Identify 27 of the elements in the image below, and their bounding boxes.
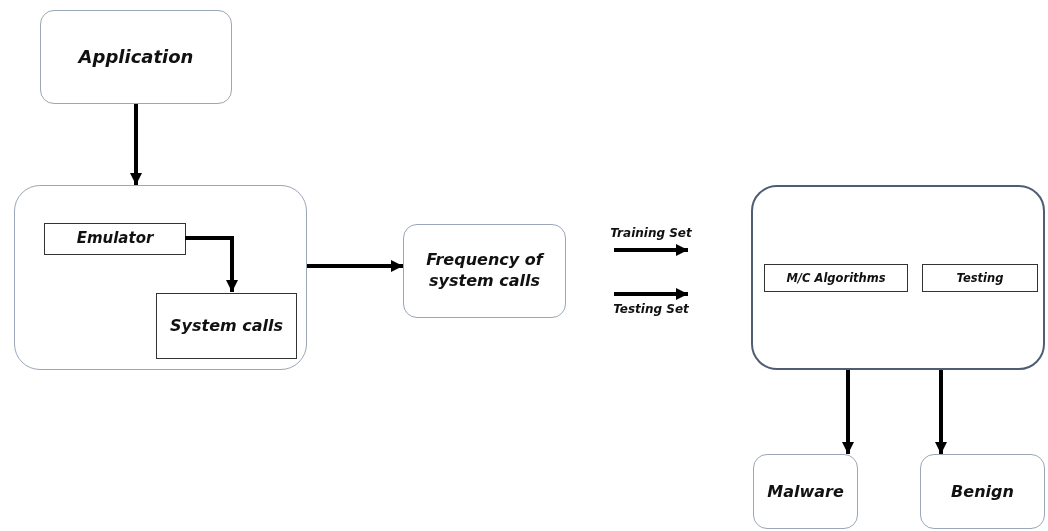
process-box xyxy=(922,264,1038,292)
container-box xyxy=(14,185,307,370)
arrow xyxy=(307,260,403,272)
node-label: M/C Algorithms xyxy=(785,270,887,286)
arrow xyxy=(614,244,688,256)
edge-label: Training Set xyxy=(609,226,693,240)
node-label: Frequency of system calls xyxy=(425,250,546,292)
process-box xyxy=(403,224,566,318)
node-label: Emulator xyxy=(75,229,155,249)
process-box xyxy=(920,454,1045,529)
arrow xyxy=(130,104,142,185)
arrow xyxy=(185,236,238,292)
arrow xyxy=(935,370,947,454)
arrow xyxy=(842,370,854,454)
node-label: Malware xyxy=(766,481,845,502)
process-box xyxy=(156,293,297,359)
edge-label: Testing Set xyxy=(612,302,690,316)
node-label: Benign xyxy=(950,481,1015,502)
process-box xyxy=(44,223,186,255)
process-box xyxy=(764,264,908,292)
arrow xyxy=(614,288,688,300)
container-box xyxy=(751,185,1045,370)
node-label: Testing xyxy=(955,270,1005,286)
node-label: System calls xyxy=(169,315,284,337)
process-box xyxy=(40,10,232,104)
node-label: Application xyxy=(76,45,195,69)
process-box xyxy=(753,454,858,529)
